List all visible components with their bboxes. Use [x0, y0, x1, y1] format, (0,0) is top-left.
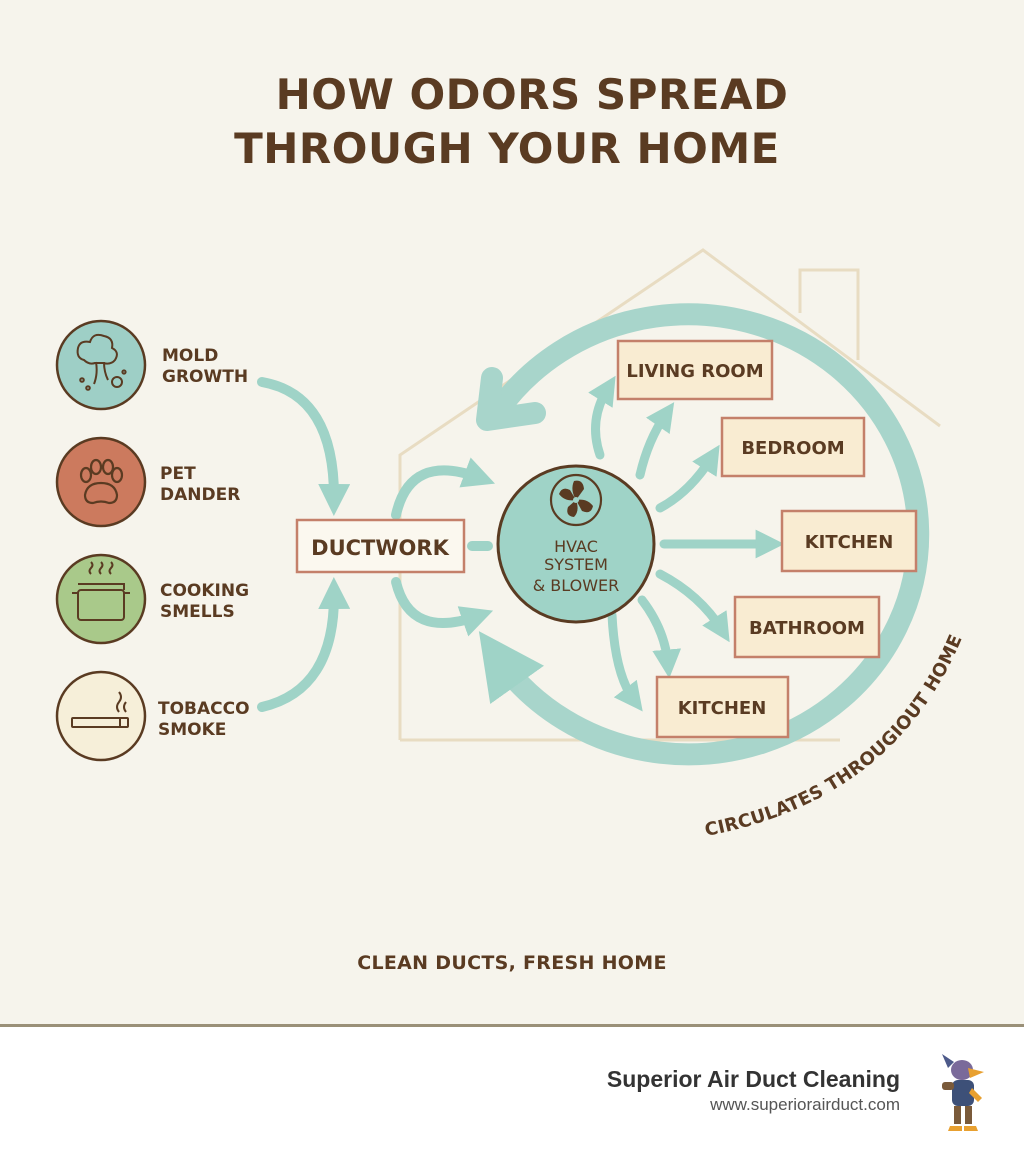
room-bathroom: BATHROOM	[733, 595, 881, 659]
source-label-line-2: SMOKE	[158, 720, 226, 740]
room-living-room: LIVING ROOM	[616, 339, 774, 401]
paw-icon	[79, 458, 124, 505]
source-label-line-2: DANDER	[160, 485, 240, 505]
page-title: HOW ODORS SPREAD THROUGH YOUR HOME	[0, 68, 1024, 176]
footer	[0, 1027, 1024, 1154]
room-label: BATHROOM	[749, 618, 865, 639]
room-kitchen: KITCHEN	[780, 509, 918, 573]
tagline: CLEAN DUCTS, FRESH HOME	[357, 952, 667, 974]
fan-icon	[549, 473, 603, 527]
title-line-2: THROUGH YOUR HOME	[234, 124, 780, 173]
room-label: KITCHEN	[678, 698, 767, 719]
source-circle	[55, 670, 147, 762]
cooking-pot-icon	[72, 561, 130, 621]
source-pet-dander: PET DANDER	[55, 436, 240, 528]
room-label: BEDROOM	[741, 438, 844, 459]
duct-to-hvac-arrows	[391, 457, 496, 637]
room-label: LIVING ROOM	[626, 361, 763, 382]
hvac-unit: HVAC SYSTEM & BLOWER	[496, 464, 656, 624]
hvac-to-room-arrows	[588, 375, 785, 712]
ductwork-label: DUCTWORK	[311, 536, 449, 560]
source-to-duct-arrows	[257, 377, 351, 712]
brand-name: Superior Air Duct Cleaning	[606, 1066, 900, 1092]
source-circle	[55, 553, 147, 645]
title-line-1: HOW ODORS SPREAD	[275, 70, 789, 119]
source-mold: MOLD GROWTH	[55, 319, 248, 411]
source-label-line-1: MOLD	[162, 346, 218, 366]
ductwork-box: DUCTWORK	[295, 518, 466, 574]
source-tobacco: TOBACCO SMOKE	[55, 670, 250, 762]
mascot-logo-icon	[942, 1054, 984, 1131]
source-cooking: COOKING SMELLS	[55, 553, 249, 645]
circulation-arc	[476, 303, 930, 766]
room-kitchen-2: KITCHEN	[655, 675, 790, 739]
odor-flow-diagram: MOLD GROWTH PET DANDER COOKING SMELLS TO	[55, 248, 966, 841]
source-label-line-1: COOKING	[160, 581, 249, 601]
footer-divider	[0, 1024, 1024, 1027]
source-label-line-2: GROWTH	[162, 367, 248, 387]
cigarette-icon	[71, 691, 129, 728]
room-label: KITCHEN	[805, 532, 894, 553]
room-bedroom: BEDROOM	[720, 416, 866, 478]
source-label-line-1: TOBACCO	[158, 699, 250, 719]
mold-icon	[76, 333, 127, 391]
hvac-label-line-1: HVAC	[554, 537, 598, 556]
source-label-line-1: PET	[160, 464, 196, 484]
footer-brand: Superior Air Duct Cleaning www.superiora…	[607, 1066, 900, 1115]
hvac-label-line-3: & BLOWER	[533, 576, 620, 595]
source-circle	[55, 319, 147, 411]
hvac-label-line-2: SYSTEM	[544, 555, 608, 574]
brand-url[interactable]: www.superiorairduct.com	[710, 1095, 900, 1114]
source-label-line-2: SMELLS	[160, 602, 235, 622]
